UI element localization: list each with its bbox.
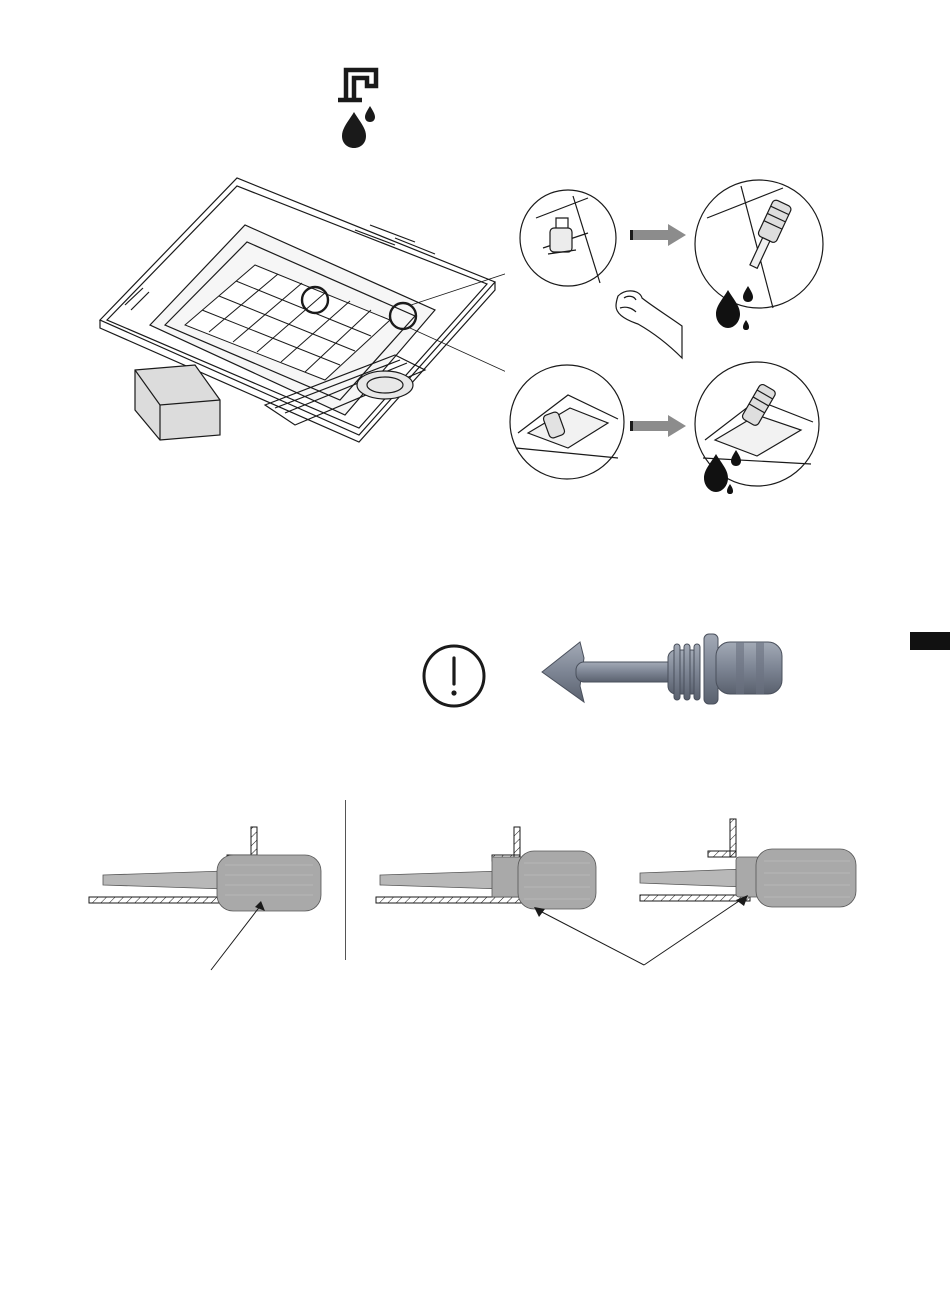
header-icon-group (330, 60, 390, 152)
section-divider (345, 800, 346, 960)
arrow-right-icon (630, 415, 688, 437)
incorrect-pointer-lines (520, 885, 760, 975)
drain-pipe-icon (338, 70, 376, 100)
section-tab-marker (910, 632, 950, 650)
drain-plug-detail-1-before (518, 188, 618, 288)
water-drop-icon (712, 282, 762, 334)
drain-plug-render (540, 628, 790, 710)
hand-icon (612, 286, 688, 362)
correct-installation-section (85, 825, 335, 975)
exclamation-circle-icon (420, 642, 488, 710)
water-drop-icon (342, 106, 375, 148)
water-drop-icon (700, 446, 750, 498)
arrow-right-icon (630, 224, 688, 246)
drain-plug-detail-2-before (508, 363, 626, 481)
ceiling-cassette-underside (95, 170, 505, 470)
